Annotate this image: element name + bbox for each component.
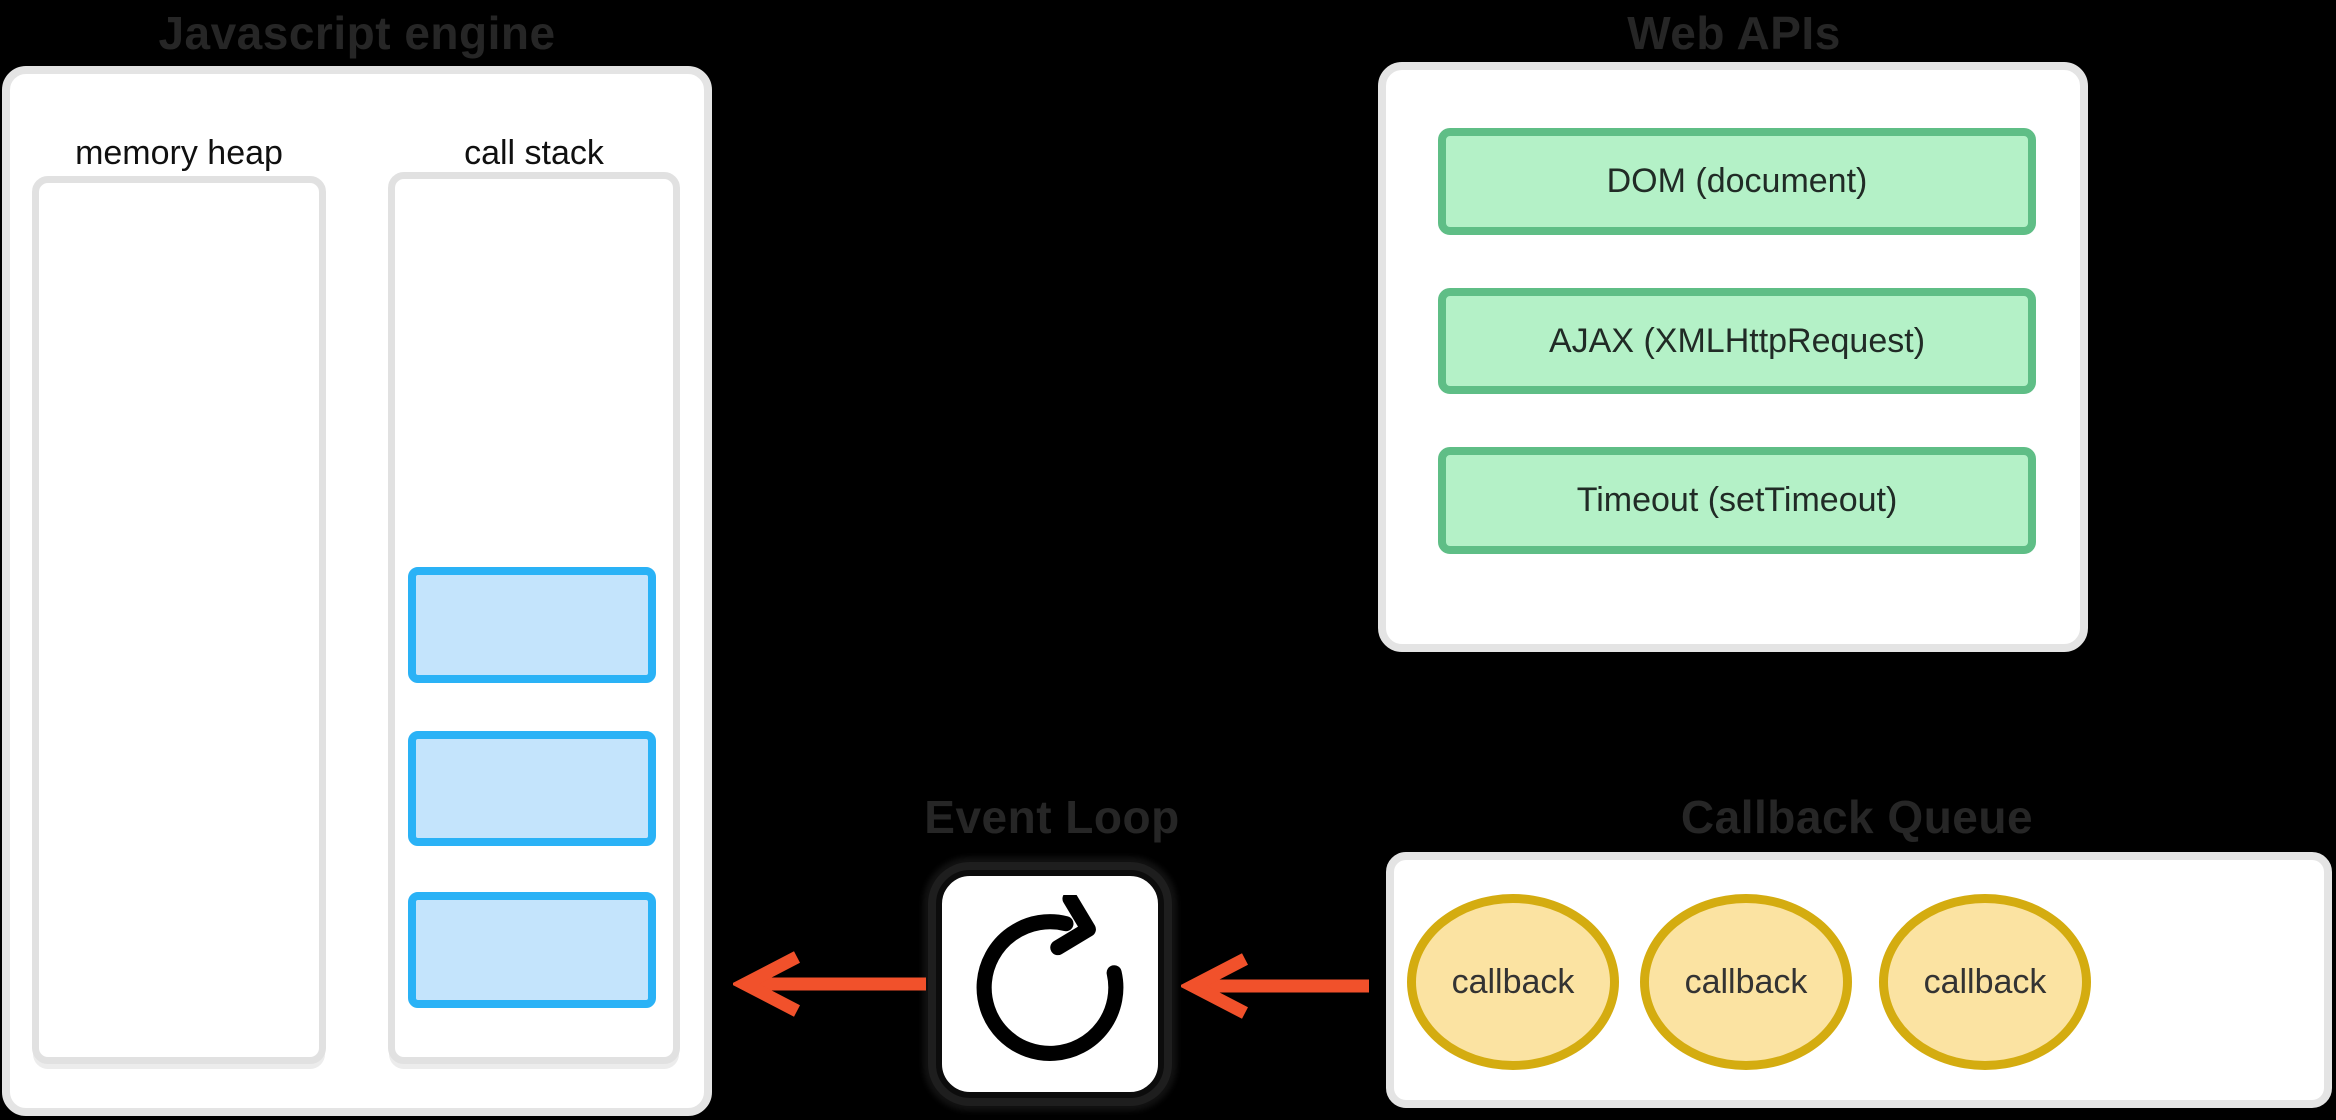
memory-heap-box	[32, 176, 326, 1064]
web-api-item-dom: DOM (document)	[1438, 128, 2036, 235]
web-api-item-timeout: Timeout (setTimeout)	[1438, 447, 2036, 554]
web-apis-title: Web APIs	[1627, 7, 1841, 59]
call-stack-label: call stack	[464, 134, 604, 172]
stack-frame	[408, 567, 656, 683]
js-engine-title: Javascript engine	[158, 7, 556, 59]
callback-item: callback	[1640, 894, 1852, 1070]
stack-frame	[408, 892, 656, 1008]
arrow-left-icon	[733, 950, 929, 1018]
callback-item: callback	[1407, 894, 1619, 1070]
event-loop-title: Event Loop	[924, 791, 1180, 843]
memory-heap-label: memory heap	[75, 134, 283, 172]
web-api-item-ajax: AJAX (XMLHttpRequest)	[1438, 288, 2036, 394]
arrow-left-icon	[1181, 952, 1371, 1020]
stack-frame	[408, 731, 656, 846]
callback-item: callback	[1879, 894, 2091, 1070]
refresh-clockwise-icon	[961, 895, 1139, 1073]
callback-queue-title: Callback Queue	[1680, 791, 2034, 843]
event-loop-box	[936, 870, 1164, 1098]
